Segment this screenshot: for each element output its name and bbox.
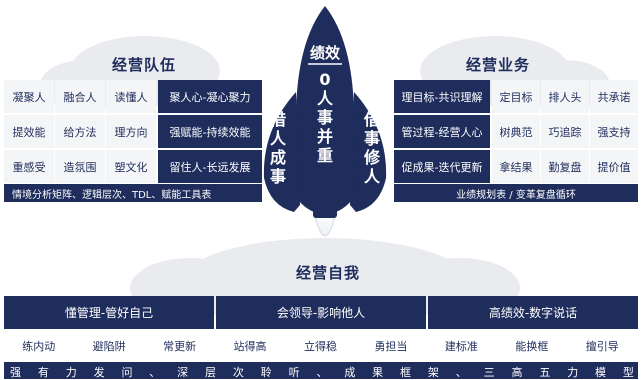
business-cell: 排人头 xyxy=(541,80,589,113)
business-cell: 共承诺 xyxy=(590,80,638,113)
team-cell: 重感受 xyxy=(4,150,54,183)
self-footer-bar: 强 有 力 发 问 、 深 层 次 聆 听 、 成 果 框 架 、 三 高 五 力 模 型 xyxy=(4,362,638,379)
business-highlight: 管过程-经营人心 xyxy=(394,115,490,148)
self-item: 立得稳 xyxy=(285,331,356,361)
footer-char: 问 xyxy=(121,366,133,379)
self-header: 会领导-影响他人 xyxy=(216,296,426,329)
self-item: 擅引导 xyxy=(567,331,637,361)
rocket-right-wing-text: 借事修人 xyxy=(361,110,383,186)
rocket-left-wing xyxy=(263,92,300,212)
footer-char: 深 xyxy=(177,366,189,379)
self-header: 高绩效-数字说话 xyxy=(428,296,638,329)
footer-char: 力 xyxy=(567,366,579,379)
self-item: 能换框 xyxy=(497,331,567,361)
self-footer-row: 强 有 力 发 问 、 深 层 次 聆 听 、 成 果 框 架 、 三 高 五 力 模 型 xyxy=(10,364,634,380)
rocket-char: 人 xyxy=(363,167,380,186)
footer-char: 聆 xyxy=(260,366,272,379)
self-item: 练内动 xyxy=(4,331,74,361)
rocket-char: 0 xyxy=(319,70,331,89)
business-highlight: 理目标-共识理解 xyxy=(394,80,490,113)
rocket-top-label: 绩效 xyxy=(309,44,340,62)
footer-char: 、 xyxy=(149,366,161,379)
footer-char: 成 xyxy=(344,366,356,379)
team-cell: 理方向 xyxy=(106,115,156,148)
footer-char: 框 xyxy=(400,366,412,379)
rocket-right-wing xyxy=(350,92,387,212)
business-cell: 树典范 xyxy=(492,115,540,148)
rocket-char: 借 xyxy=(269,110,286,129)
self-header: 懂管理-管好自己 xyxy=(4,296,214,329)
footer-char: 高 xyxy=(511,366,523,379)
business-tools-bar: 业绩规划表 / 变革复盘循环 xyxy=(394,184,638,202)
business-highlight: 促成果-迭代更新 xyxy=(394,150,490,183)
business-cell: 勤复盘 xyxy=(541,150,589,183)
footer-char: 听 xyxy=(288,366,300,379)
self-item: 建标准 xyxy=(426,331,497,361)
team-cell: 塑文化 xyxy=(106,150,156,183)
team-tools-text: 情境分析矩阵、逻辑层次、TDL、赋能工具表 xyxy=(12,189,212,201)
team-cell: 提效能 xyxy=(4,115,54,148)
footer-char: 、 xyxy=(316,366,328,379)
footer-char: 次 xyxy=(232,366,244,379)
footer-char: 模 xyxy=(595,366,607,379)
rocket-nozzle xyxy=(313,208,337,218)
footer-char: 力 xyxy=(65,366,77,379)
team-cell: 读懂人 xyxy=(106,80,156,113)
footer-char: 果 xyxy=(372,366,384,379)
business-cell: 巧追踪 xyxy=(541,115,589,148)
team-cell: 融合人 xyxy=(55,80,105,113)
rocket-char: 人 xyxy=(316,89,333,108)
team-highlight: 强赋能-持续效能 xyxy=(158,115,262,148)
self-item: 避陷阱 xyxy=(74,331,144,361)
business-cell: 定目标 xyxy=(492,80,540,113)
footer-char: 有 xyxy=(37,366,49,379)
rocket-char: 借 xyxy=(363,110,380,129)
business-cell: 提价值 xyxy=(590,150,638,183)
team-tools-bar: 情境分析矩阵、逻辑层次、TDL、赋能工具表 xyxy=(4,184,262,202)
self-item: 常更新 xyxy=(144,331,215,361)
footer-char: 五 xyxy=(539,366,551,379)
team-title: 经营队伍 xyxy=(112,56,177,74)
rocket-char: 重 xyxy=(316,146,333,165)
footer-char: 、 xyxy=(455,366,467,379)
footer-char: 强 xyxy=(10,366,21,379)
rocket-body xyxy=(296,6,354,214)
footer-char: 型 xyxy=(622,366,634,379)
team-highlight: 留住人-长远发展 xyxy=(158,150,262,183)
business-title: 经营业务 xyxy=(466,56,531,74)
rocket-char: 事 xyxy=(269,167,286,186)
team-cell: 凝聚人 xyxy=(4,80,54,113)
self-item: 勇担当 xyxy=(356,331,426,361)
footer-char: 架 xyxy=(427,366,439,379)
footer-char: 层 xyxy=(205,366,217,379)
footer-char: 发 xyxy=(93,366,105,379)
business-cell: 强支持 xyxy=(590,115,638,148)
team-highlight: 聚人心-凝心聚力 xyxy=(158,80,262,113)
business-tools-text: 业绩规划表 / 变革复盘循环 xyxy=(456,189,576,201)
rocket-left-wing-text: 借人成事 xyxy=(267,110,289,186)
rocket-char: 事 xyxy=(316,108,333,127)
rocket-char: 事 xyxy=(363,129,380,148)
team-cell: 给方法 xyxy=(55,115,105,148)
rocket-char: 修 xyxy=(363,148,380,167)
self-item: 站得高 xyxy=(215,331,285,361)
rocket-char: 成 xyxy=(269,148,286,167)
rocket-graphic xyxy=(263,6,387,237)
business-cell: 拿结果 xyxy=(492,150,540,183)
rocket-char: 人 xyxy=(269,129,286,148)
rocket-char: 并 xyxy=(316,127,333,146)
footer-char: 三 xyxy=(483,366,495,379)
self-title: 经营自我 xyxy=(296,264,361,282)
team-cell: 造氛围 xyxy=(55,150,105,183)
